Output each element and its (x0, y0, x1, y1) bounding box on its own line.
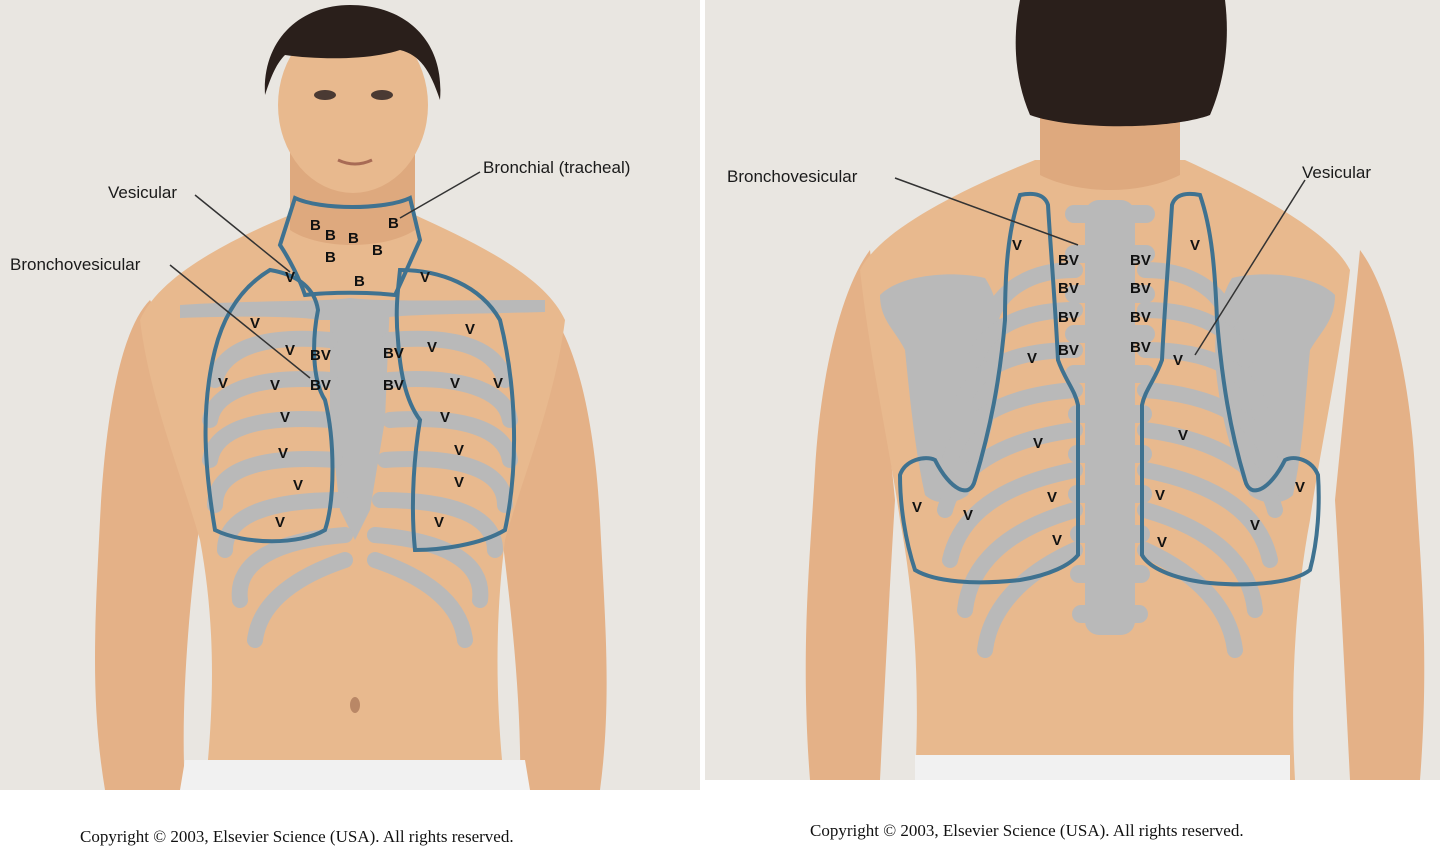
front-ribs-left (202, 330, 353, 648)
v-mark: V (1250, 517, 1260, 534)
back-left-lung-zone (897, 191, 1080, 585)
front-bronchial-callout: Bronchial (tracheal) (483, 158, 630, 177)
v-mark: V (963, 507, 973, 524)
b-mark: B (348, 230, 359, 247)
back-shorts (915, 755, 1290, 780)
front-b-marks: B B B B B B B (310, 215, 399, 290)
bv-mark: BV (383, 377, 404, 394)
front-skeleton (180, 298, 545, 648)
v-mark: V (912, 499, 922, 516)
v-mark: V (1012, 237, 1022, 254)
back-copyright: Copyright © 2003, Elsevier Science (USA)… (810, 821, 1244, 840)
v-mark: V (1178, 427, 1188, 444)
front-left-lung-zone (203, 267, 335, 544)
v-mark: V (465, 321, 475, 338)
v-mark: V (1157, 534, 1167, 551)
back-view-panel: Bronchovesicular Vesicular BV BV BV BV B… (705, 0, 1440, 840)
bv-mark: BV (310, 347, 331, 364)
front-hair (264, 5, 441, 100)
left-scapula (880, 274, 1002, 503)
v-mark: V (434, 514, 444, 531)
bv-mark: BV (1058, 309, 1079, 326)
v-mark: V (493, 375, 503, 392)
bv-mark: BV (1130, 280, 1151, 297)
front-bv-marks: BV BV BV BV (310, 345, 404, 394)
front-ribs-right (367, 330, 518, 648)
bv-mark: BV (1058, 280, 1079, 297)
v-mark: V (440, 409, 450, 426)
back-bronchovesicular-callout: Bronchovesicular (727, 167, 858, 186)
right-scapula (1215, 274, 1335, 503)
front-shorts (180, 760, 530, 790)
v-mark: V (285, 342, 295, 359)
v-mark: V (250, 315, 260, 332)
v-mark: V (450, 375, 460, 392)
front-right-lung-zone (394, 267, 517, 553)
back-hair (1015, 0, 1227, 127)
b-mark: B (372, 242, 383, 259)
front-v-marks: V V V V V V V V V V V V V V V V V V (218, 269, 503, 531)
v-mark: V (454, 474, 464, 491)
back-scapulae (880, 274, 1335, 503)
back-spine (1065, 200, 1155, 635)
b-mark: B (325, 227, 336, 244)
bv-mark: BV (1130, 339, 1151, 356)
navel (350, 697, 360, 713)
b-mark: B (388, 215, 399, 232)
front-bronchovesicular-callout: Bronchovesicular (10, 255, 141, 274)
v-mark: V (280, 409, 290, 426)
bv-mark: BV (310, 377, 331, 394)
v-mark: V (1033, 435, 1043, 452)
front-view-panel: Vesicular Bronchial (tracheal) Bronchove… (0, 0, 700, 846)
b-mark: B (354, 273, 365, 290)
v-mark: V (1052, 532, 1062, 549)
v-mark: V (1190, 237, 1200, 254)
back-v-marks: V V V V V V V V V V V V V V (912, 237, 1305, 551)
v-mark: V (275, 514, 285, 531)
v-mark: V (1295, 479, 1305, 496)
bv-mark: BV (1130, 309, 1151, 326)
v-mark: V (293, 477, 303, 494)
back-zone-outlines (897, 191, 1321, 587)
v-mark: V (1027, 350, 1037, 367)
v-mark: V (278, 445, 288, 462)
front-leader-lines (169, 171, 481, 379)
bv-mark: BV (1058, 342, 1079, 359)
b-mark: B (325, 249, 336, 266)
v-mark: V (270, 377, 280, 394)
v-mark: V (1047, 489, 1057, 506)
v-mark: V (1173, 352, 1183, 369)
front-copyright: Copyright © 2003, Elsevier Science (USA)… (80, 827, 514, 846)
v-mark: V (427, 339, 437, 356)
back-vesicular-callout: Vesicular (1302, 163, 1371, 182)
v-mark: V (420, 269, 430, 286)
back-bv-marks: BV BV BV BV BV BV BV BV (1058, 252, 1151, 359)
sternum (330, 300, 390, 540)
v-mark: V (1155, 487, 1165, 504)
v-mark: V (454, 442, 464, 459)
bv-mark: BV (1130, 252, 1151, 269)
v-mark: V (285, 269, 295, 286)
bv-mark: BV (1058, 252, 1079, 269)
back-right-lung-zone (1140, 191, 1321, 587)
b-mark: B (310, 217, 321, 234)
front-zone-outlines (203, 195, 517, 553)
front-vesicular-callout: Vesicular (108, 183, 177, 202)
bv-mark: BV (383, 345, 404, 362)
v-mark: V (218, 375, 228, 392)
back-leader-lines (894, 177, 1306, 356)
